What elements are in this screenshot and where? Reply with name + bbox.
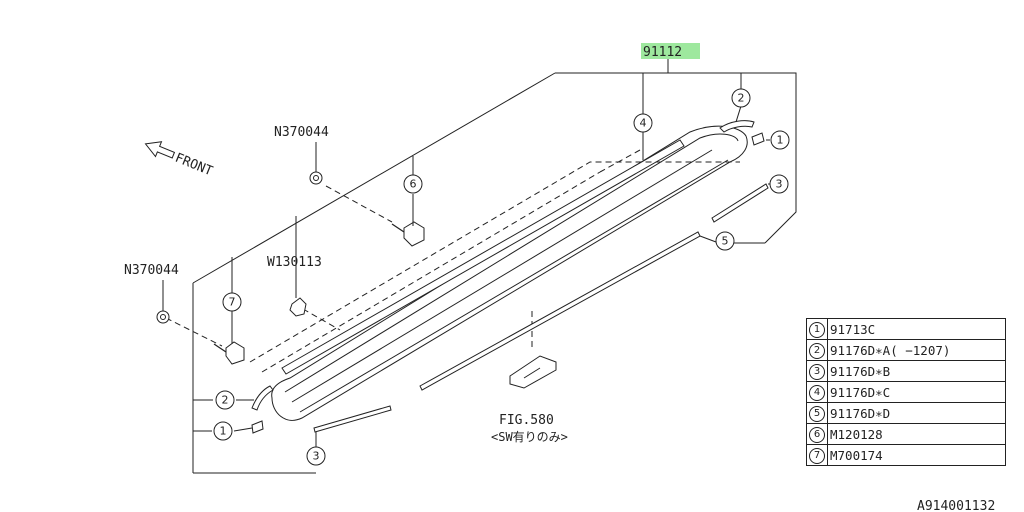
svg-text:2: 2 bbox=[222, 394, 229, 407]
clip-7-icon[interactable] bbox=[213, 341, 245, 365]
callout-3-right[interactable]: 3 bbox=[769, 174, 789, 194]
trim-strip-4[interactable] bbox=[281, 139, 685, 375]
seal-strips[interactable] bbox=[251, 120, 769, 434]
fig-reference[interactable]: FIG.580 bbox=[499, 413, 554, 428]
spoiler-body[interactable] bbox=[271, 125, 748, 421]
nut-upper-icon[interactable] bbox=[309, 171, 323, 185]
legend-number: 6 bbox=[809, 427, 825, 443]
legend-number: 4 bbox=[809, 385, 825, 401]
legend-row[interactable]: 7 M700174 bbox=[806, 444, 1006, 466]
parent-part-label[interactable]: 91112 bbox=[641, 43, 700, 60]
svg-text:6: 6 bbox=[410, 178, 417, 191]
legend-code: 91176D∗B bbox=[827, 360, 1006, 382]
svg-text:1: 1 bbox=[220, 425, 227, 438]
svg-text:1: 1 bbox=[777, 134, 784, 147]
svg-text:91112: 91112 bbox=[643, 45, 682, 60]
legend-row[interactable]: 1 91713C bbox=[806, 318, 1006, 340]
legend-number: 5 bbox=[809, 406, 825, 422]
legend-code: 91176D∗C bbox=[827, 381, 1006, 403]
svg-text:3: 3 bbox=[776, 178, 783, 191]
nut-lower-icon[interactable] bbox=[156, 310, 170, 324]
nut-lower-label[interactable]: N370044 bbox=[124, 263, 179, 278]
callout-1-left[interactable]: 1 bbox=[213, 421, 233, 441]
svg-text:7: 7 bbox=[229, 296, 236, 309]
washer-icon[interactable] bbox=[289, 297, 307, 317]
callout-2-right[interactable]: 2 bbox=[731, 88, 751, 108]
legend-row[interactable]: 2 91176D∗A( −1207) bbox=[806, 339, 1006, 361]
svg-text:5: 5 bbox=[722, 235, 729, 248]
washer-label[interactable]: W130113 bbox=[267, 255, 322, 270]
front-arrow: FRONT bbox=[144, 141, 215, 180]
mount-dashed-outline bbox=[165, 149, 740, 373]
svg-text:4: 4 bbox=[640, 117, 647, 130]
svg-text:3: 3 bbox=[313, 450, 320, 463]
diagram-id: A914001132 bbox=[917, 499, 995, 512]
callout-6[interactable]: 6 bbox=[403, 174, 423, 194]
nut-upper-label[interactable]: N370044 bbox=[274, 125, 329, 140]
fig-reference-note: <SW有りのみ> bbox=[491, 430, 568, 444]
parts-legend-table: 1 91713C 2 91176D∗A( −1207) 3 91176D∗B 4… bbox=[806, 318, 1006, 466]
legend-code: 91713C bbox=[827, 318, 1006, 340]
fig580-bracket-icon[interactable] bbox=[509, 355, 557, 389]
legend-code: M700174 bbox=[827, 444, 1006, 466]
callout-5[interactable]: 5 bbox=[715, 231, 765, 251]
legend-row[interactable]: 6 M120128 bbox=[806, 423, 1006, 445]
svg-text:2: 2 bbox=[738, 92, 745, 105]
front-label: FRONT bbox=[173, 151, 215, 180]
callout-4[interactable]: 4 bbox=[633, 113, 653, 133]
legend-row[interactable]: 4 91176D∗C bbox=[806, 381, 1006, 403]
legend-row[interactable]: 3 91176D∗B bbox=[806, 360, 1006, 382]
legend-number: 1 bbox=[809, 322, 825, 338]
legend-number: 2 bbox=[809, 343, 825, 359]
legend-code: 91176D∗A( −1207) bbox=[827, 339, 1006, 361]
clip-6-icon[interactable] bbox=[391, 221, 425, 247]
legend-code: 91176D∗D bbox=[827, 402, 1006, 424]
legend-row[interactable]: 5 91176D∗D bbox=[806, 402, 1006, 424]
frame-lines bbox=[192, 58, 797, 474]
legend-number: 3 bbox=[809, 364, 825, 380]
callout-1-right[interactable]: 1 bbox=[770, 130, 790, 150]
legend-number: 7 bbox=[809, 448, 825, 464]
legend-code: M120128 bbox=[827, 423, 1006, 445]
callout-3-bottom[interactable]: 3 bbox=[306, 446, 326, 466]
callout-7[interactable]: 7 bbox=[222, 292, 242, 312]
callout-2-left[interactable]: 2 bbox=[215, 390, 235, 410]
